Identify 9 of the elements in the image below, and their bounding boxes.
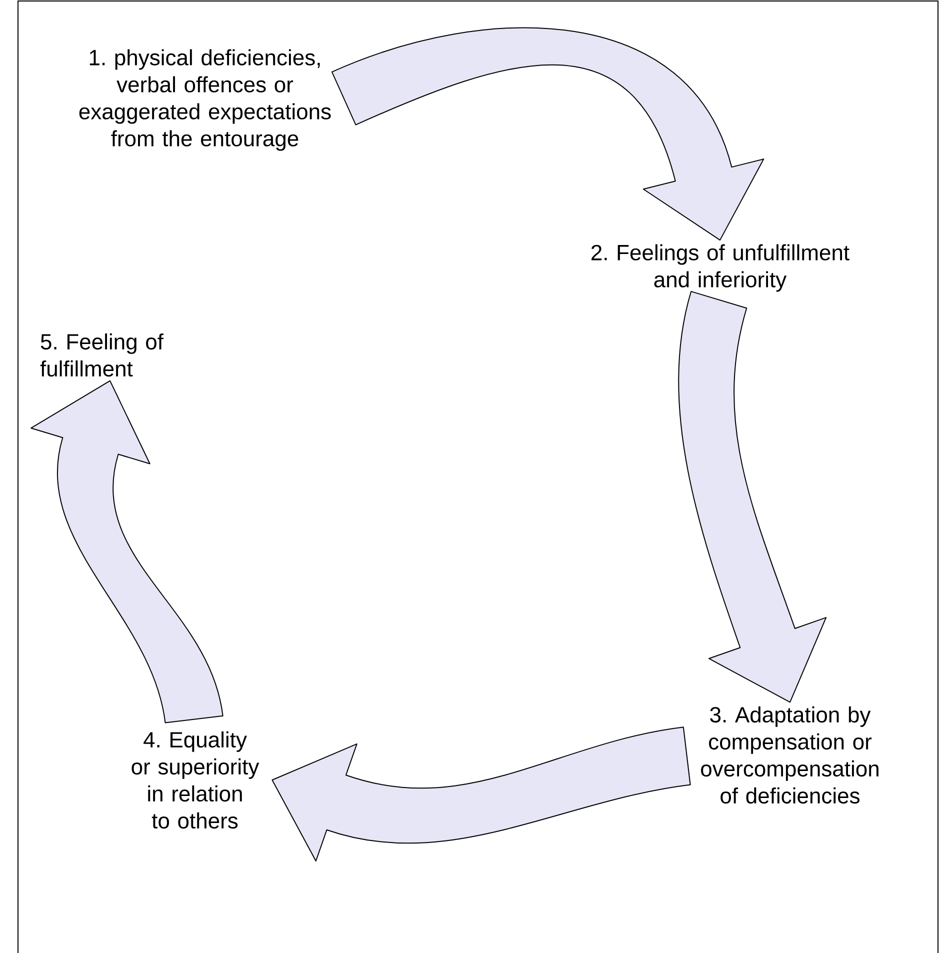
step-text: 1. physical deficiencies, verbal offences or exaggerated expectations from the entourage xyxy=(79,49,331,151)
step-text: 3. Adaptation by compensation or overcompensation of deficiencies xyxy=(701,706,878,804)
block-arrow xyxy=(678,290,827,703)
block-arrow xyxy=(331,27,764,241)
step-text: 4. Equality or superiority in relation to others xyxy=(132,731,260,829)
block-arrow xyxy=(272,726,691,862)
step-text: 5. Feeling of fulfillment xyxy=(40,333,164,377)
block-arrow xyxy=(30,380,224,724)
step-text: 2. Feelings of unfulfillment and inferiority xyxy=(592,244,850,292)
